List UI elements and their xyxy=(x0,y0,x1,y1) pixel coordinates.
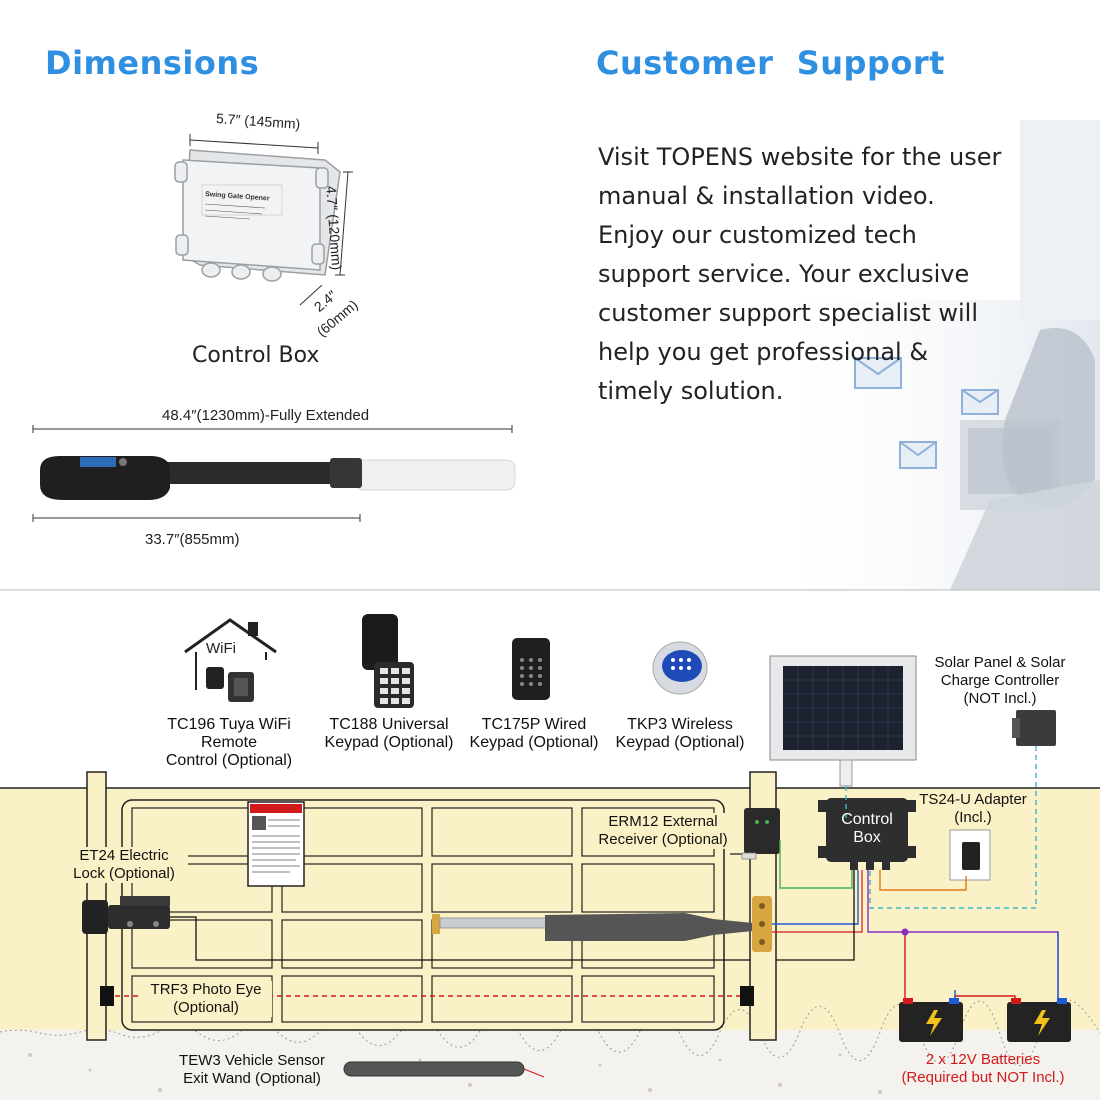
accessory-line: TC188 Universal xyxy=(329,716,449,733)
solar-line: Solar Panel & Solar xyxy=(934,654,1066,671)
support-line: Visit TOPENS website for the user xyxy=(598,143,1002,171)
solar-line: Charge Controller xyxy=(940,672,1060,689)
wifi-home-icon xyxy=(184,618,277,702)
lock-label: ET24 Electric Lock (Optional) xyxy=(60,847,188,883)
accessory-label-tc196: TC196 Tuya WiFi Remote Control (Optional… xyxy=(138,716,320,770)
lock-line: Lock (Optional) xyxy=(73,865,175,882)
adapter-line: (Incl.) xyxy=(954,809,992,826)
receiver-label: ERM12 External Receiver (Optional) xyxy=(588,813,738,849)
exit-wand-line: TEW3 Vehicle Sensor xyxy=(179,1052,325,1069)
control-box-drawing: Swing Gate Opener xyxy=(174,134,353,306)
photo-eye-line: TRF3 Photo Eye xyxy=(150,981,262,998)
accessory-label-tc175p: TC175P Wired Keypad (Optional) xyxy=(464,716,604,752)
accessory-label-tkp3: TKP3 Wireless Keypad (Optional) xyxy=(610,716,750,752)
accessory-line: Keypad (Optional) xyxy=(469,734,599,751)
support-line: customer support specialist will xyxy=(598,299,979,327)
control-box-line: Box xyxy=(853,829,881,846)
support-line: support service. Your exclusive xyxy=(598,260,970,288)
dimensions-title: Dimensions xyxy=(45,44,260,82)
round-keypad-icon xyxy=(652,641,708,695)
wifi-label: WiFi xyxy=(206,640,236,657)
accessory-label-tc188: TC188 Universal Keypad (Optional) xyxy=(318,716,460,752)
receiver-line: Receiver (Optional) xyxy=(598,831,728,848)
photo-eye-line: (Optional) xyxy=(173,999,239,1016)
support-line: timely solution. xyxy=(598,377,784,405)
wired-keypad-icon xyxy=(512,638,550,700)
accessory-line: Keypad (Optional) xyxy=(324,734,454,751)
support-line: Enjoy our customized tech xyxy=(598,221,917,249)
accessory-line: Control (Optional) xyxy=(165,752,293,769)
solar-line: (NOT Incl.) xyxy=(963,690,1037,707)
batteries-label: 2 x 12V Batteries (Required but NOT Incl… xyxy=(890,1051,1076,1087)
battery-icon xyxy=(1007,998,1071,1042)
customer-support-title: Customer Support xyxy=(596,44,945,82)
accessory-line: TC196 Tuya WiFi Remote xyxy=(167,716,291,751)
adapter-label: TS24-U Adapter (Incl.) xyxy=(906,791,1040,827)
battery-icon xyxy=(899,998,963,1042)
adapter-line: TS24-U Adapter xyxy=(919,791,1027,808)
control-box-line: Control xyxy=(841,811,893,828)
accessory-line: Keypad (Optional) xyxy=(615,734,745,751)
exit-wand-label: TEW3 Vehicle Sensor Exit Wand (Optional) xyxy=(166,1052,338,1088)
accessory-line: TC175P Wired xyxy=(481,716,587,733)
support-line: manual & installation video. xyxy=(598,182,935,210)
support-text-block: Visit TOPENS website for the user manual… xyxy=(598,138,1068,411)
extended-length-label: 48.4″(1230mm)-Fully Extended xyxy=(162,407,370,424)
lock-line: ET24 Electric xyxy=(79,847,169,864)
receiver-line: ERM12 External xyxy=(608,813,718,830)
batteries-line: 2 x 12V Batteries xyxy=(925,1051,1041,1068)
accessory-line: TKP3 Wireless xyxy=(627,716,733,733)
actuator-drawing xyxy=(32,425,516,522)
envelope-icon xyxy=(854,357,999,469)
control-box-caption: Control Box xyxy=(192,343,320,368)
exit-wand-line: Exit Wand (Optional) xyxy=(183,1070,321,1087)
box-print-title: Swing Gate Opener xyxy=(205,191,270,203)
photo-eye-label: TRF3 Photo Eye (Optional) xyxy=(140,981,272,1017)
support-line: help you get professional & xyxy=(598,338,929,366)
electric-lock-icon xyxy=(82,896,170,934)
support-background-illustration xyxy=(760,120,1100,590)
flip-keypad-icon xyxy=(362,614,414,708)
retracted-length-label: 33.7″(855mm) xyxy=(145,531,240,548)
solar-label: Solar Panel & Solar Charge Controller (N… xyxy=(922,654,1078,708)
batteries-line: (Required but NOT Incl.) xyxy=(901,1069,1065,1086)
control-box-label: Control Box xyxy=(826,811,908,847)
